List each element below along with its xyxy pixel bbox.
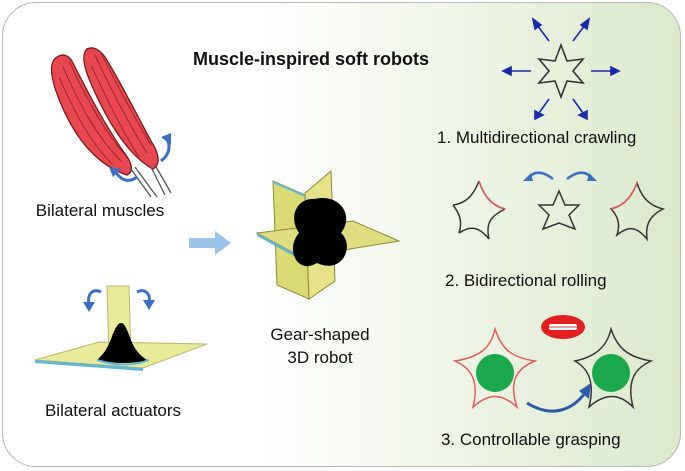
crawling-label: 1. Multidirectional crawling	[437, 128, 637, 147]
grasping-label: 3. Controllable grasping	[441, 430, 621, 449]
bilateral-actuators-illustration	[34, 285, 208, 371]
star-robot-icon	[572, 326, 654, 410]
actuator-black-core	[97, 323, 147, 363]
crawl-arrow-icon	[572, 98, 584, 114]
crawl-arrow-icon	[572, 24, 586, 42]
curved-arrow-icon	[566, 171, 592, 180]
star-robot-icon	[452, 326, 538, 410]
gear-shaped-robot-illustration	[255, 169, 401, 300]
rolling-illustration	[452, 171, 666, 242]
crawl-arrow-icon	[538, 98, 550, 114]
bilateral-actuators-label: Bilateral actuators	[44, 401, 182, 420]
star-robot-icon	[537, 42, 585, 100]
rolling-label: 2. Bidirectional rolling	[445, 271, 607, 290]
star-robot-icon	[452, 180, 506, 240]
gear-robot-label-line1: Gear-shaped	[270, 325, 370, 344]
figure-panel: Muscle-inspired soft robots Bilateral mu…	[2, 2, 681, 467]
curved-arrow-icon	[143, 300, 155, 310]
bilateral-muscles-illustration	[50, 47, 172, 198]
muscle-left	[50, 54, 133, 176]
curved-arrow-icon	[87, 289, 102, 305]
mouth-icon	[541, 315, 585, 339]
muscle-right	[83, 47, 159, 170]
star-robot-icon	[537, 189, 581, 231]
grasping-illustration	[452, 315, 654, 413]
ball-icon	[592, 354, 630, 392]
tendons	[130, 164, 172, 198]
bilateral-muscles-label: Bilateral muscles	[35, 201, 165, 220]
crawling-illustration	[501, 17, 621, 121]
curved-arrow-icon	[526, 392, 587, 413]
gear-robot-label-line2: 3D robot	[287, 348, 353, 367]
curved-arrow-icon	[528, 171, 554, 180]
block-arrow-icon	[189, 231, 231, 255]
curved-arrow-icon	[109, 167, 121, 177]
curved-arrow-icon	[83, 302, 95, 312]
curved-arrow-icon	[161, 133, 171, 145]
crawl-arrow-icon	[536, 24, 550, 42]
star-robot-icon	[609, 180, 666, 242]
ball-icon	[476, 354, 514, 392]
figure-title: Muscle-inspired soft robots	[192, 49, 430, 69]
